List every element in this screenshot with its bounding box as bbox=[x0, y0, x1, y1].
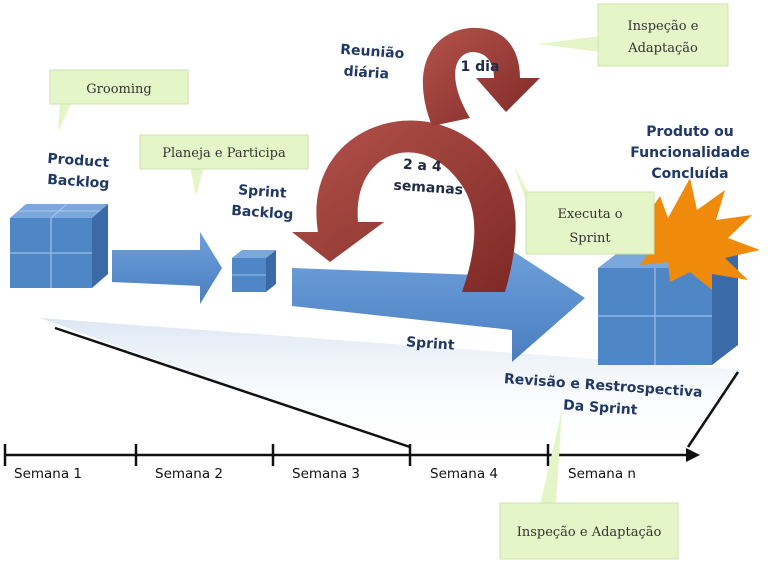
week-n-label: Semana n bbox=[568, 466, 636, 482]
floor-plane bbox=[40, 318, 745, 452]
sprint-arrow bbox=[292, 246, 585, 362]
callout-inspecao-top-line1: Inspeção e bbox=[628, 19, 699, 34]
sprint-backlog-label-line1: Sprint bbox=[238, 182, 288, 201]
small-loop bbox=[422, 27, 540, 126]
week-4-label: Semana 4 bbox=[430, 466, 498, 482]
revisao-label-line2: Da Sprint bbox=[563, 397, 639, 418]
produto-label-line1: Produto ou bbox=[646, 124, 734, 140]
semanas-label-line1: 2 a 4 bbox=[402, 157, 442, 176]
callout-grooming: Grooming bbox=[49, 69, 189, 132]
sprint-backlog-cube bbox=[232, 250, 276, 292]
callout-inspecao-top: Inspeção e Adaptação bbox=[538, 3, 729, 67]
product-backlog-cube bbox=[10, 203, 108, 288]
produto-label-line2: Funcionalidade bbox=[630, 145, 750, 161]
burst-icon bbox=[620, 178, 760, 290]
um-dia-label: 1 dia bbox=[461, 59, 500, 75]
semanas-label-line2: semanas bbox=[393, 178, 464, 199]
reuniao-label-line2: diária bbox=[343, 63, 389, 82]
callout-planeja-text: Planeja e Participa bbox=[162, 146, 286, 161]
callout-inspecao-bottom-text: Inspeção e Adaptação bbox=[517, 525, 662, 540]
big-loop bbox=[292, 120, 516, 293]
week-3-label: Semana 3 bbox=[292, 466, 360, 482]
daily-loop bbox=[292, 27, 540, 293]
produto-label-line3: Concluída bbox=[651, 166, 728, 182]
arrow-backlog-to-sprint bbox=[112, 232, 222, 304]
timeline: Semana 1 Semana 2 Semana 3 Semana 4 Sema… bbox=[3, 444, 700, 482]
sprint-label: Sprint bbox=[406, 334, 456, 353]
callout-grooming-text: Grooming bbox=[86, 82, 151, 97]
week-1-label: Semana 1 bbox=[14, 466, 82, 482]
callout-executa: Executa o Sprint bbox=[514, 166, 655, 255]
product-backlog-label-line1: Product bbox=[47, 151, 110, 171]
callout-executa-line2: Sprint bbox=[569, 231, 611, 246]
callout-inspecao-top-line2: Adaptação bbox=[627, 41, 698, 56]
callout-executa-line1: Executa o bbox=[557, 207, 622, 222]
week-2-label: Semana 2 bbox=[155, 466, 223, 482]
reuniao-label-line1: Reunião bbox=[340, 42, 405, 62]
sprint-backlog-label-line2: Backlog bbox=[231, 203, 294, 223]
floor-edge-left bbox=[54, 326, 411, 449]
floor-edge-right bbox=[686, 371, 740, 448]
product-backlog-label-line2: Backlog bbox=[47, 172, 110, 192]
callout-planeja: Planeja e Participa bbox=[139, 134, 309, 196]
callout-inspecao-bottom: Inspeção e Adaptação bbox=[499, 410, 679, 560]
